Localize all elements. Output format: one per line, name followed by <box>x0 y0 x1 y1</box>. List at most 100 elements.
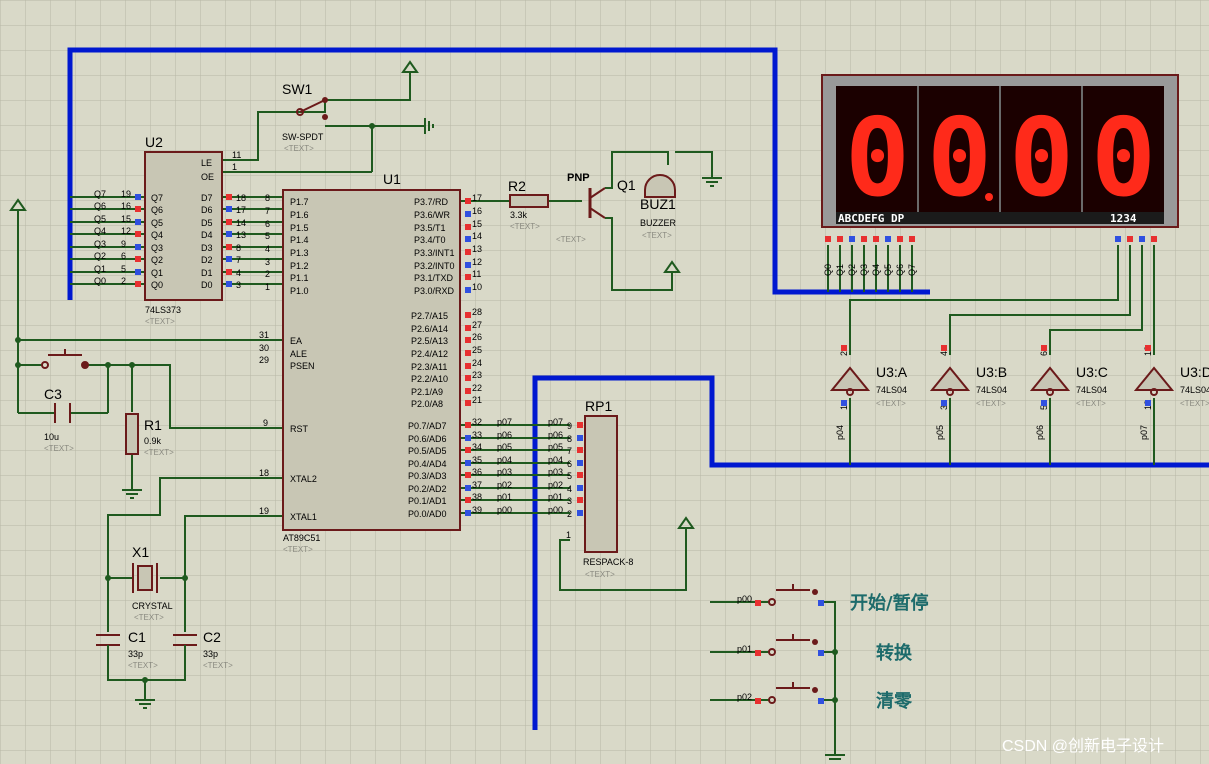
u2-net-0: Q7 <box>94 189 106 199</box>
c2-capacitor[interactable]: C2 33p <TEXT> <box>173 629 233 670</box>
u1-p2-num-1: 27 <box>472 320 482 330</box>
sw1-ref: SW1 <box>282 81 313 97</box>
u1-mcu[interactable]: U1 AT89C51 <TEXT> EA ALE PSEN RST XTAL2 … <box>259 171 482 554</box>
r2-value: 3.3k <box>510 210 528 220</box>
pin-marker <box>861 236 867 242</box>
pin-marker <box>577 447 583 453</box>
q1-ref: Q1 <box>617 177 636 193</box>
u2-in-7: D0 <box>201 280 213 290</box>
u1-p2-num-2: 26 <box>472 332 482 342</box>
rp1-net-1: p06 <box>548 430 563 440</box>
c1-value: 33p <box>128 649 143 659</box>
u1-p3-1: P3.6/WR <box>414 210 451 220</box>
pin-marker <box>849 236 855 242</box>
u1-p3-6: P3.1/TXD <box>414 273 454 283</box>
u1-xtal2: XTAL2 <box>290 474 317 484</box>
rp1-pin-2: 7 <box>567 446 572 456</box>
rp1-pin-6: 3 <box>567 496 572 506</box>
pin-marker <box>897 236 903 242</box>
u1-p2-5: P2.2/A10 <box>411 374 448 384</box>
u2-in-4: D3 <box>201 243 213 253</box>
u3-inverters[interactable]: U3:A74LS04<TEXT>21p04U3:B74LS04<TEXT>43p… <box>829 345 1209 440</box>
u1-p2-num-6: 22 <box>472 383 482 393</box>
pin-marker <box>226 231 232 237</box>
bus-lines <box>67 47 1209 730</box>
u2-in-num-6: 4 <box>236 268 241 278</box>
rp1-part: RESPACK-8 <box>583 557 633 567</box>
pin-marker <box>135 269 141 275</box>
pin-marker <box>577 422 583 428</box>
pin-marker <box>226 281 232 287</box>
u2-net-2: Q5 <box>94 214 106 224</box>
u1-p3-4: P3.3/INT1 <box>414 248 455 258</box>
u2-out-num-7: 2 <box>121 276 126 286</box>
pin-marker <box>465 375 471 381</box>
u2-pin-oe: OE <box>201 172 214 182</box>
c3-capacitor[interactable]: C3 10u <TEXT> <box>44 386 74 453</box>
pin-marker <box>135 194 141 200</box>
u1-p0-0: P0.7/AD7 <box>408 421 447 431</box>
c3-text: <TEXT> <box>44 444 74 453</box>
u1-p1-num-7: 1 <box>265 282 270 292</box>
u2-in-num-5: 7 <box>236 255 241 265</box>
pin-marker <box>465 337 471 343</box>
c1-capacitor[interactable]: C1 33p <TEXT> <box>96 629 158 670</box>
pin-marker <box>1041 345 1047 351</box>
u3-in-pin-0: 2 <box>839 351 849 356</box>
pin-marker <box>226 269 232 275</box>
u2-out-num-2: 15 <box>121 214 131 224</box>
seg-net-1: Q1 <box>835 264 845 276</box>
pin-marker <box>465 312 471 318</box>
p0-net-7: p00 <box>497 505 512 515</box>
pin-marker <box>465 472 471 478</box>
u1-p2-1: P2.6/A14 <box>411 324 448 334</box>
u3-text-0: <TEXT> <box>876 399 906 408</box>
sw1-switch[interactable]: SW1 SW-SPDT <TEXT> <box>282 81 328 153</box>
pin-marker <box>226 219 232 225</box>
p0-net-0: p07 <box>497 417 512 427</box>
x1-crystal[interactable]: X1 CRYSTAL <TEXT> <box>132 544 173 622</box>
buz1-text: <TEXT> <box>642 231 672 240</box>
pin-marker <box>909 236 915 242</box>
q1-transistor[interactable]: PNP Q1 <TEXT> <box>556 172 636 244</box>
pin-marker <box>465 363 471 369</box>
rp1-pin-5: 4 <box>567 484 572 494</box>
u1-ale: ALE <box>290 349 307 359</box>
pin-marker <box>465 447 471 453</box>
u2-out-num-4: 9 <box>121 239 126 249</box>
u2-out-num-1: 16 <box>121 201 131 211</box>
u2-out-3: Q4 <box>151 230 163 240</box>
u1-ref: U1 <box>383 171 401 187</box>
rp1-net-3: p04 <box>548 455 563 465</box>
pin-marker <box>1115 236 1121 242</box>
pin-marker <box>465 274 471 280</box>
pin-marker <box>226 194 232 200</box>
u1-text: <TEXT> <box>283 545 313 554</box>
wires <box>17 72 1155 755</box>
pin-marker <box>226 256 232 262</box>
buz1-buzzer[interactable]: BUZ1 BUZZER <TEXT> <box>640 174 677 240</box>
u1-xtal2-num: 18 <box>259 468 269 478</box>
power-terminals <box>9 60 845 760</box>
pin-marker <box>465 198 471 204</box>
q1-text: <TEXT> <box>556 235 586 244</box>
pin-marker <box>577 460 583 466</box>
r1-resistor[interactable]: R1 0.9k <TEXT> <box>125 413 174 457</box>
pin-marker <box>1145 345 1151 351</box>
r2-text: <TEXT> <box>510 222 540 231</box>
sw1-part: SW-SPDT <box>282 132 324 142</box>
seg-net-3: Q3 <box>859 264 869 276</box>
reset-button[interactable] <box>41 349 89 369</box>
r2-resistor[interactable]: R2 3.3k <TEXT> <box>508 178 549 231</box>
